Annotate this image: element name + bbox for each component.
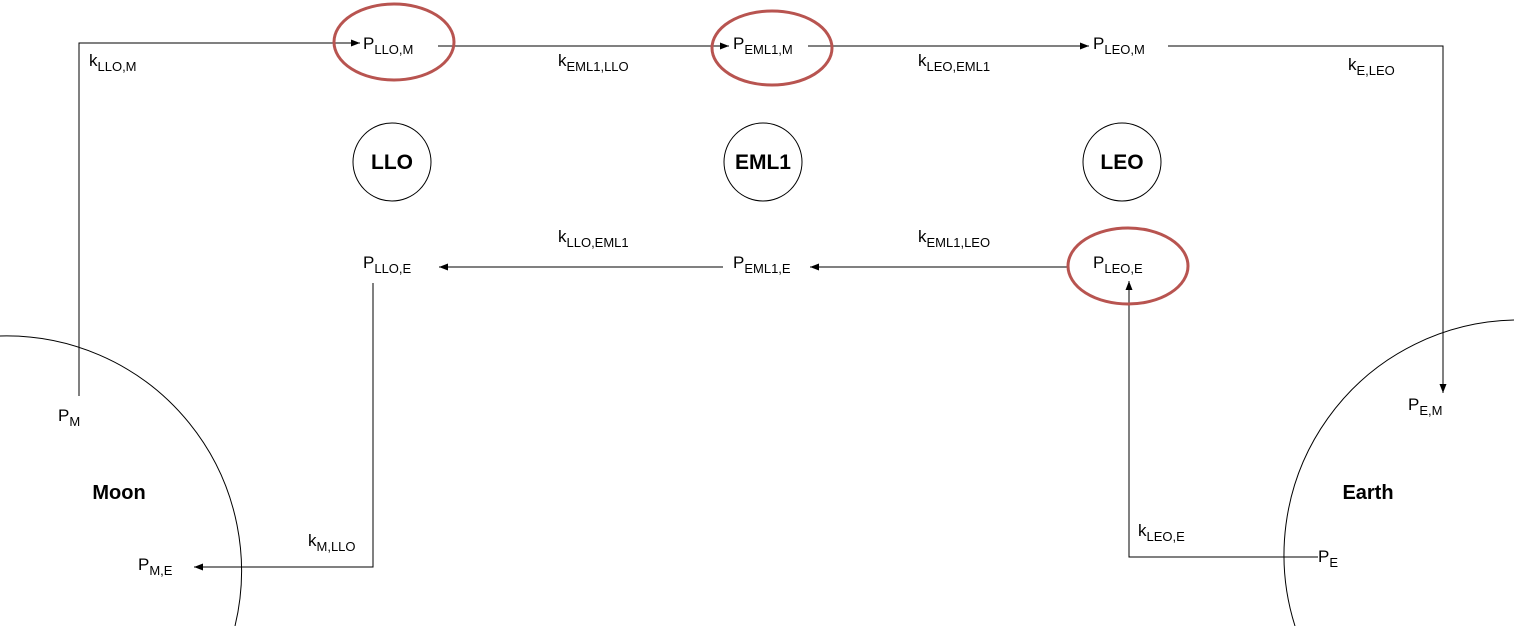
rate-k-llo-eml1: kLLO,EML1: [558, 227, 629, 250]
node-p-leo-e: PLEO,E: [1093, 253, 1143, 276]
rate-k-leo-e: kLEO,E: [1138, 521, 1185, 544]
rate-k-eml1-leo: kEML1,LEO: [918, 227, 990, 250]
orbit-label-llo: LLO: [371, 151, 413, 174]
node-p-eml1-e: PEML1,E: [733, 253, 791, 276]
rate-k-eml1-llo: kEML1,LLO: [558, 51, 629, 74]
orbit-circle-eml1: [723, 122, 803, 202]
moon-label: Moon: [92, 482, 145, 504]
node-p-m-e: PM,E: [138, 555, 173, 578]
moon-circle: [0, 335, 242, 626]
rate-k-llo-m: kLLO,M: [89, 51, 137, 74]
node-p-m: PM: [58, 406, 80, 429]
earth-label: Earth: [1342, 482, 1393, 504]
node-p-llo-m: PLLO,M: [363, 34, 413, 57]
earth-circle: [1283, 319, 1514, 626]
highlight-p-eml1-m: [710, 9, 834, 87]
rate-k-m-llo: kM,LLO: [308, 531, 356, 554]
node-p-eml1-m: PEML1,M: [733, 34, 793, 57]
edge-moon-to-llo: [78, 39, 360, 396]
highlight-p-llo-m: [332, 2, 456, 82]
node-p-llo-e: PLLO,E: [363, 253, 412, 276]
edge-earth-to-leo: [1125, 281, 1318, 558]
orbit-circle-leo: [1082, 122, 1162, 202]
orbit-label-eml1: EML1: [735, 151, 791, 174]
orbit-circle-llo: [352, 122, 432, 202]
edge-leo-to-earth: [1168, 45, 1447, 393]
rate-k-leo-eml1: kLEO,EML1: [918, 51, 990, 74]
node-p-e-m: PE,M: [1408, 395, 1442, 418]
highlight-p-leo-e: [1066, 226, 1190, 306]
orbit-label-leo: LEO: [1100, 151, 1143, 174]
node-p-e: PE: [1318, 547, 1338, 570]
node-p-leo-m: PLEO,M: [1093, 34, 1145, 57]
rate-k-e-leo: kE,LEO: [1348, 55, 1395, 78]
edge-llo-to-moon-return: [194, 283, 374, 571]
